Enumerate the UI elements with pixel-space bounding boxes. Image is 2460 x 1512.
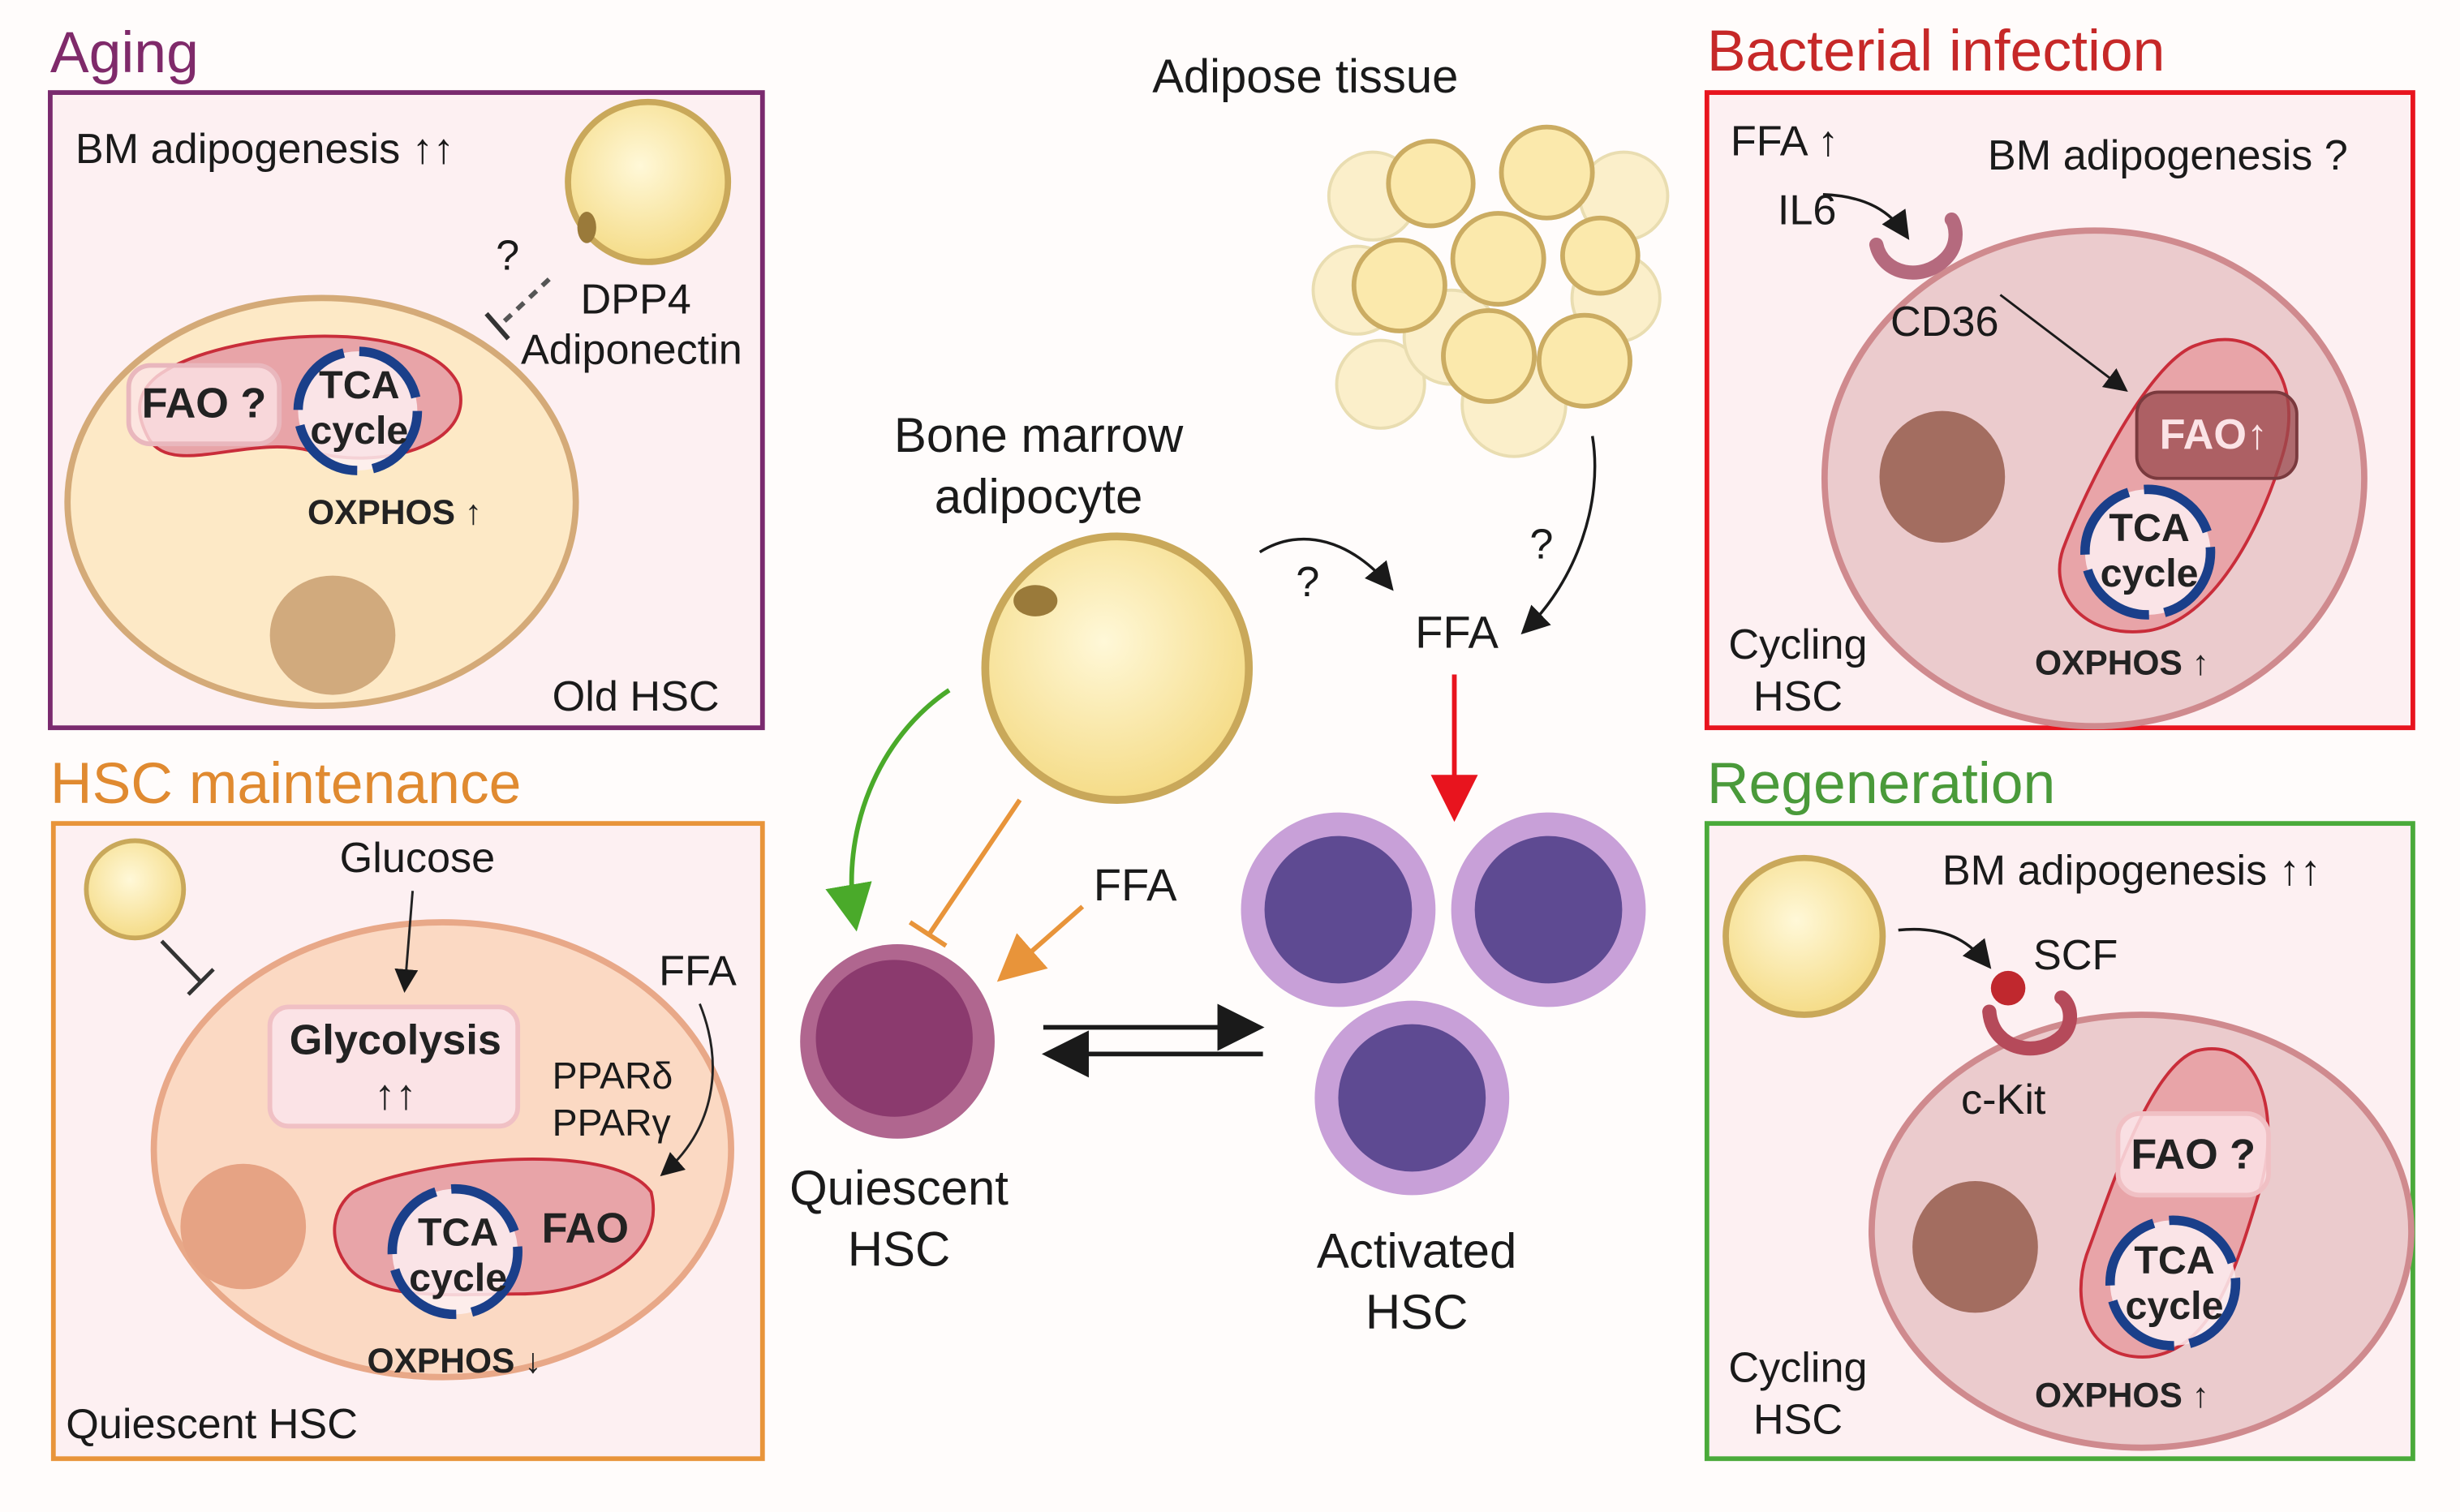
- aging-panel: Aging BM adipogenesis ↑↑ ? DPP4 Adiponec…: [48, 20, 765, 731]
- regeneration-oxphos: OXPHOS ↑: [2035, 1376, 2209, 1415]
- adipocyte-icon: [565, 98, 732, 265]
- c-kit-receptor-icon: [1982, 990, 2077, 1056]
- adiponectin-label: Adiponectin: [521, 327, 742, 374]
- glycolysis-box: [267, 1004, 521, 1129]
- activated-hsc-icons: [1241, 812, 1646, 1196]
- bm-adipocyte-label-2: adipocyte: [935, 469, 1143, 523]
- pparg-label: PPARγ: [553, 1102, 672, 1144]
- question-2: ?: [1529, 521, 1553, 568]
- activated-label-2: HSC: [1365, 1285, 1469, 1339]
- cd36-label: CD36: [1890, 299, 1998, 346]
- inhibition-line: [497, 277, 551, 329]
- infection-cell-label-1: Cycling: [1728, 621, 1867, 668]
- infection-cell-label-2: HSC: [1753, 673, 1843, 720]
- maintenance-ffa: FFA: [659, 947, 737, 994]
- nucleus: [1912, 1181, 2038, 1313]
- question-1: ?: [1296, 559, 1319, 606]
- cd36-receptor-icon: [1869, 213, 1963, 280]
- adipocyte-icon: [1722, 854, 1886, 1018]
- ppard-label: PPARδ: [553, 1055, 673, 1097]
- infection-oxphos: OXPHOS ↑: [2035, 643, 2209, 682]
- tca-cycle-icon: [2080, 484, 2216, 620]
- infection-tca1: TCA: [2109, 506, 2189, 550]
- tca-cycle-icon: [387, 1183, 523, 1320]
- infection-fao: FAO↑: [2160, 411, 2268, 458]
- aging-tca1: TCA: [319, 363, 399, 407]
- ffa-to-cd36-arrow: [1822, 193, 1910, 240]
- aging-fao: FAO ?: [142, 380, 267, 427]
- nucleus: [269, 575, 396, 695]
- regeneration-tca1: TCA: [2134, 1239, 2214, 1282]
- inhibition-bar: [484, 311, 510, 341]
- quiescent-label-1: Quiescent: [789, 1161, 1009, 1215]
- regeneration-adipogenesis: BM adipogenesis ↑↑: [1942, 848, 2321, 895]
- maintenance-tca2: cycle: [409, 1256, 507, 1299]
- aging-adipogenesis: BM adipogenesis ↑↑: [75, 126, 454, 173]
- aging-question: ?: [496, 233, 519, 280]
- regeneration-panel: Regeneration BM adipogenesis ↑↑ SCF c-Ki…: [1704, 751, 2415, 1462]
- glycolysis-arrows: ↑↑: [374, 1072, 416, 1119]
- dpp4-label: DPP4: [580, 277, 690, 324]
- nucleus: [180, 1163, 307, 1290]
- activated-label-1: Activated: [1317, 1223, 1517, 1278]
- aging-oxphos: OXPHOS ↑: [308, 493, 482, 532]
- infection-adipogenesis: BM adipogenesis ?: [1988, 132, 2348, 179]
- fao-box: [126, 363, 282, 447]
- adipocyte-to-quiescent-arrow: [825, 688, 951, 932]
- fao-box: [2135, 390, 2299, 480]
- adipocyte-to-ffa-arrow: [1258, 537, 1394, 591]
- regeneration-title: Regeneration: [1707, 751, 2056, 816]
- adipocyte-icon: [84, 838, 187, 941]
- infection-tca2: cycle: [2101, 552, 2199, 595]
- aging-cell-label: Old HSC: [553, 673, 720, 720]
- scf-label: SCF: [2033, 932, 2118, 979]
- ffa-arrow: [660, 1003, 714, 1177]
- infection-panel: Bacterial infection FFA ↑ IL6 BM adipoge…: [1704, 19, 2415, 731]
- tca-cycle-icon: [293, 346, 423, 475]
- cd36-to-fao-arrow: [1999, 294, 2128, 393]
- inhibition-arrow: [160, 939, 215, 996]
- maintenance-tca1: TCA: [418, 1210, 498, 1254]
- glucose-arrow: [394, 891, 419, 993]
- quiescent-label-2: HSC: [848, 1222, 951, 1276]
- regeneration-fao: FAO ?: [2131, 1132, 2256, 1179]
- nucleus: [1879, 410, 2006, 543]
- adipose-tissue-cluster-icon: [1311, 124, 1670, 458]
- tissue-to-ffa-arrow: [1520, 436, 1597, 635]
- regeneration-tca2: cycle: [2126, 1284, 2224, 1328]
- maintenance-fao: FAO: [542, 1205, 629, 1252]
- center-diagram: Adipose tissue Bone marrow adipocyte ? ?: [789, 50, 1670, 1339]
- quiescent-hsc-icon: [800, 944, 995, 1139]
- infection-title: Bacterial infection: [1707, 19, 2165, 84]
- infection-ffa: FFA ↑: [1731, 118, 1839, 165]
- scf-ligand-icon: [1990, 970, 2026, 1006]
- glucose-label: Glucose: [340, 835, 495, 882]
- glycolysis-label: Glycolysis: [290, 1016, 501, 1063]
- bm-adipocyte-icon: [981, 532, 1254, 804]
- fao-box: [2115, 1110, 2271, 1198]
- regeneration-cell-label-1: Cycling: [1728, 1345, 1867, 1392]
- ffa-to-quiescent-arrow: [996, 904, 1085, 982]
- aging-title: Aging: [50, 20, 199, 85]
- maintenance-panel: HSC maintenance Glucose Glycolysis ↑↑ FF…: [50, 751, 765, 1462]
- adipose-tissue-label: Adipose tissue: [1152, 50, 1458, 103]
- maintenance-cell-label: Quiescent HSC: [66, 1401, 358, 1448]
- ffa-mid-label: FFA: [1094, 859, 1177, 910]
- adipocyte-to-scf-arrow: [1898, 927, 1992, 969]
- ffa-top-label: FFA: [1415, 607, 1499, 658]
- adipocyte-inhibition-arrow: [908, 798, 1022, 948]
- maintenance-title: HSC maintenance: [50, 751, 522, 816]
- bm-adipocyte-label-1: Bone marrow: [894, 408, 1184, 462]
- regeneration-cell-label-2: HSC: [1753, 1396, 1843, 1443]
- maintenance-oxphos: OXPHOS ↓: [368, 1342, 542, 1381]
- aging-tca2: cycle: [310, 409, 408, 453]
- ckit-label: c-Kit: [1961, 1076, 2046, 1123]
- tca-cycle-icon: [2105, 1215, 2241, 1351]
